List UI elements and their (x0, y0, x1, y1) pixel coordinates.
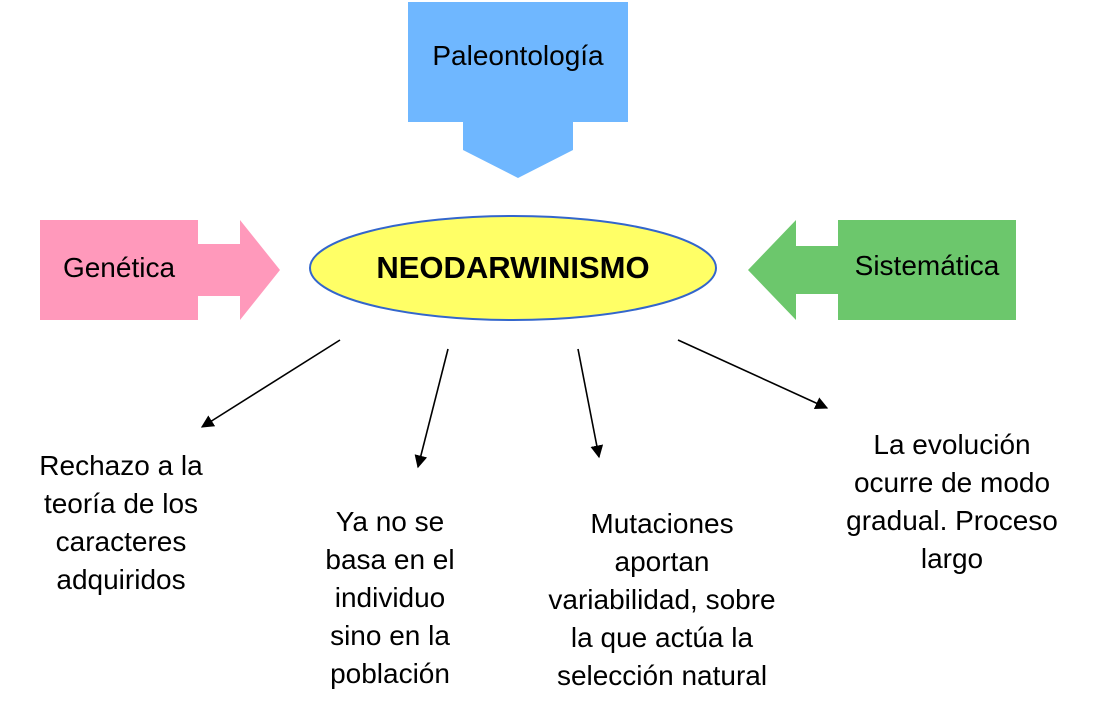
connector-arrow-1 (200, 339, 341, 428)
outcome-3-line-4: la que actúa la (570, 622, 754, 653)
outcome-1-line-3: caracteres (55, 526, 187, 557)
outcome-2-line-1: Ya no se (335, 506, 445, 537)
outcome-1-line-4: adquiridos (56, 564, 186, 595)
paleontologia-label: Paleontología (432, 40, 604, 71)
connector-arrow-2 (414, 348, 449, 469)
outcome-3-line-5: selección natural (556, 660, 768, 691)
outcome-4-line-4: largo (920, 543, 984, 574)
outcome-text-4: La evolución ocurre de modo gradual. Pro… (820, 426, 1084, 578)
outcome-3-line-3: variabilidad, sobre (548, 584, 776, 615)
outcome-text-2: Ya no se basa en el individuo sino en la… (290, 503, 490, 693)
outcome-text-3: Mutaciones aportan variabilidad, sobre l… (522, 505, 802, 695)
sistematica-label: Sistemática (854, 250, 1000, 281)
outcome-2-line-3: individuo (334, 582, 446, 613)
paleontologia-arrow-shape (408, 2, 628, 178)
neodarwinismo-label: NEODARWINISMO (376, 250, 650, 285)
neodarwinismo-ellipse (309, 215, 717, 321)
genetica-arrow-shape (40, 220, 280, 320)
outcome-2-line-5: población (330, 658, 450, 689)
outcome-3-line-1: Mutaciones (590, 508, 734, 539)
outcome-2-line-2: basa en el (325, 544, 455, 575)
outcome-3-line-2: aportan (614, 546, 710, 577)
outcome-4-line-1: La evolución (873, 429, 1031, 460)
outcome-1-line-2: teoría de los (43, 488, 199, 519)
sistematica-arrow-shape (748, 220, 1016, 320)
outcome-2-line-4: sino en la (330, 620, 450, 651)
connector-arrow-4 (677, 339, 829, 410)
connector-arrow-3 (577, 348, 604, 459)
outcome-4-line-3: gradual. Proceso (846, 505, 1058, 536)
outcome-1-line-1: Rechazo a la (39, 450, 203, 481)
genetica-label: Genética (62, 252, 176, 283)
outcome-4-line-2: ocurre de modo (853, 467, 1051, 498)
outcome-text-1: Rechazo a la teoría de los caracteres ad… (4, 447, 238, 599)
